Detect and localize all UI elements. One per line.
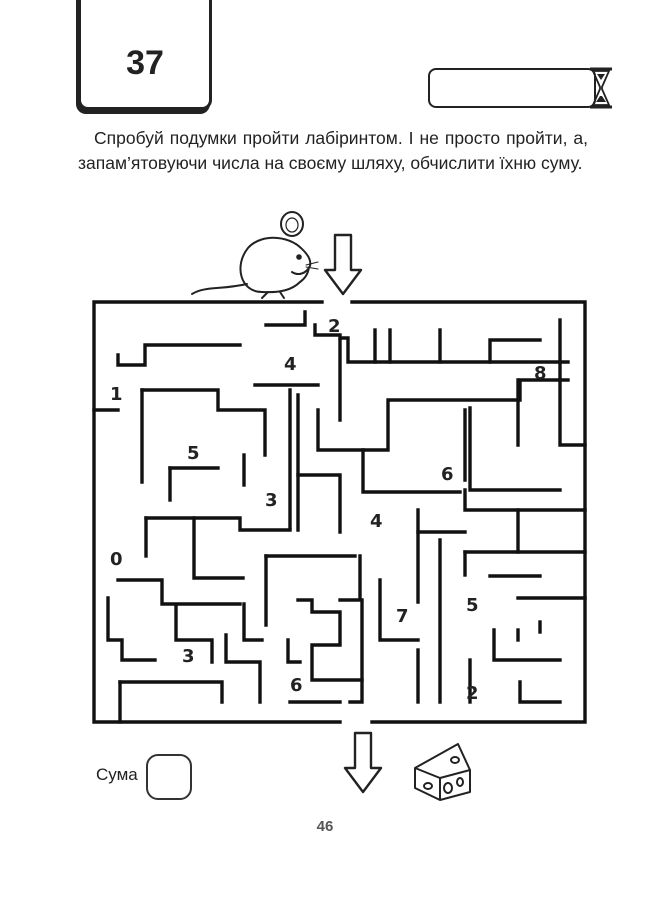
maze-number: 3 [265,490,278,511]
arrow-down-icon [323,233,363,296]
maze-number: 1 [110,384,123,405]
sum-label: Сума [96,765,138,784]
page-number: 46 [316,818,334,835]
sum-answer-box[interactable] [146,754,192,800]
hourglass-icon [590,67,612,109]
maze-number: 0 [110,549,123,570]
maze-number: 6 [441,464,454,485]
task-instructions: Спробуй подумки пройти лабіринтом. І не … [78,128,588,173]
maze-number: 3 [182,646,195,667]
task-number: 37 [126,44,164,82]
maze-number: 8 [534,363,547,384]
maze-number: 5 [466,595,479,616]
maze-number: 6 [290,675,303,696]
maze-number: 5 [187,443,200,464]
cheese-icon [414,743,471,801]
task-number-box: 37 [78,0,212,110]
maze-number: 4 [284,354,297,375]
mouse-icon [191,211,319,299]
arrow-down-icon [343,731,383,794]
maze-number: 7 [396,606,409,627]
maze-number: 4 [370,511,383,532]
timer-field [428,68,596,108]
maze-walls [92,300,587,724]
maze-number: 2 [328,316,341,337]
maze-number: 2 [466,683,479,704]
